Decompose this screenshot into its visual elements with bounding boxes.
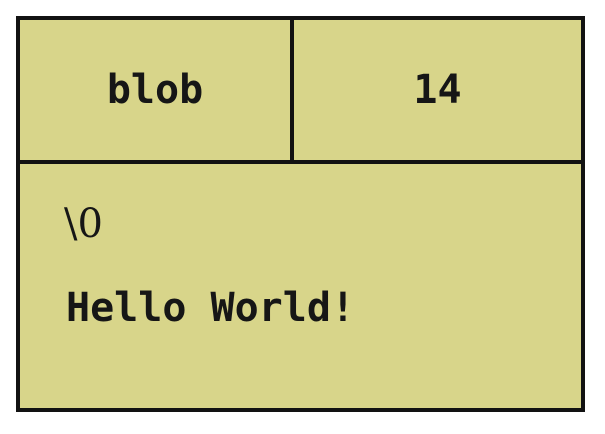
object-type-label: blob — [20, 20, 294, 160]
blob-content-area: \0 Hello World! — [20, 164, 581, 408]
object-size-value: 14 — [413, 67, 462, 113]
null-byte-marker: \0 — [64, 201, 103, 247]
blob-header: blob 14 — [20, 20, 581, 164]
blob-content-text: Hello World! — [66, 285, 355, 331]
git-blob-object: blob 14 \0 Hello World! — [16, 16, 585, 412]
